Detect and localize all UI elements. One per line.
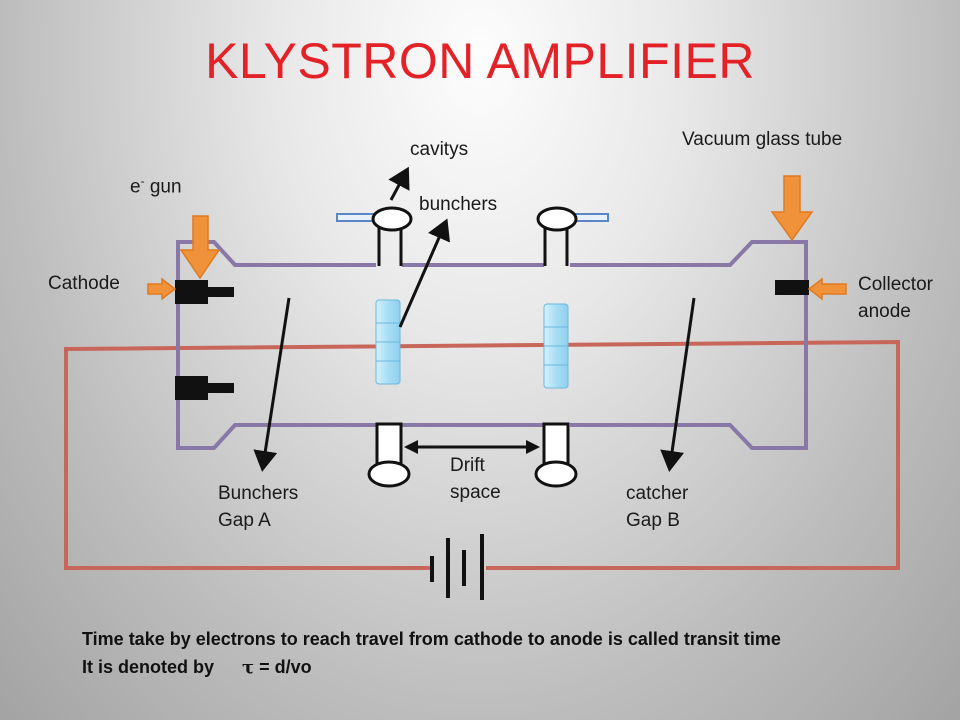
drift-label-line2: space xyxy=(450,482,501,503)
formula-prefix: It is denoted by xyxy=(82,657,215,677)
egun-arrow xyxy=(179,215,221,280)
cavitys-pointer-arrow xyxy=(388,166,410,201)
cathode-electrode-bottom xyxy=(175,376,234,400)
transit-time-formula: It is denoted by τ = d/vo xyxy=(82,657,312,678)
page-title: KLYSTRON AMPLIFIER xyxy=(205,33,755,89)
collector-anode-label: Collector anode xyxy=(858,271,933,325)
transit-time-definition: Time take by electrons to reach travel f… xyxy=(82,629,781,649)
catcher-cavity-bottom xyxy=(534,422,578,488)
cathode-arrow xyxy=(147,277,177,301)
catcher-gap-line1: catcher xyxy=(626,483,689,504)
buncher-cavity-bottom xyxy=(367,422,411,488)
catcher-cavity-top xyxy=(536,206,609,266)
electron-symbol: e xyxy=(130,176,141,198)
bunchers-gap-line2: Gap A xyxy=(218,510,271,531)
tau-symbol: τ xyxy=(242,657,255,678)
electron-charge-sign: - xyxy=(140,174,145,188)
electron-gun-label: e- gun xyxy=(130,168,182,200)
battery-symbol xyxy=(430,534,484,600)
formula-expression: = d/vo xyxy=(254,657,312,677)
vacuum-tube-arrow xyxy=(770,175,814,242)
collector-anode-electrode xyxy=(775,280,809,295)
collector-label-line2: anode xyxy=(858,301,911,322)
catcher-gap-pointer-arrow xyxy=(660,297,696,472)
bunchers-gap-pointer-arrow xyxy=(253,297,291,472)
bunchers-label: bunchers xyxy=(419,194,498,215)
catcher-gap-line2: Gap B xyxy=(626,510,680,531)
cathode-electrode-top xyxy=(175,280,234,304)
drift-label-line1: Drift xyxy=(450,455,485,476)
catcher-gap-b-label: catcher Gap B xyxy=(626,480,688,534)
vacuum-glass-tube-label: Vacuum glass tube xyxy=(682,129,843,150)
drift-space-arrow xyxy=(404,440,540,454)
cavitys-label: cavitys xyxy=(410,139,469,160)
collector-arrow xyxy=(807,277,847,301)
electron-bunch-a xyxy=(375,299,401,385)
cathode-label: Cathode xyxy=(48,273,120,294)
buncher-cavity-top xyxy=(336,206,413,266)
bunchers-gap-line1: Bunchers xyxy=(218,483,299,504)
collector-label-line1: Collector xyxy=(858,274,933,295)
pointer-arrows xyxy=(253,166,696,472)
drift-space-label: Drift space xyxy=(450,452,501,506)
bunchers-pointer-arrow xyxy=(398,218,450,328)
gun-word: gun xyxy=(144,176,182,198)
electron-bunch-b xyxy=(543,303,569,389)
external-circuit xyxy=(64,339,900,570)
bunchers-gap-a-label: Bunchers Gap A xyxy=(218,480,298,534)
